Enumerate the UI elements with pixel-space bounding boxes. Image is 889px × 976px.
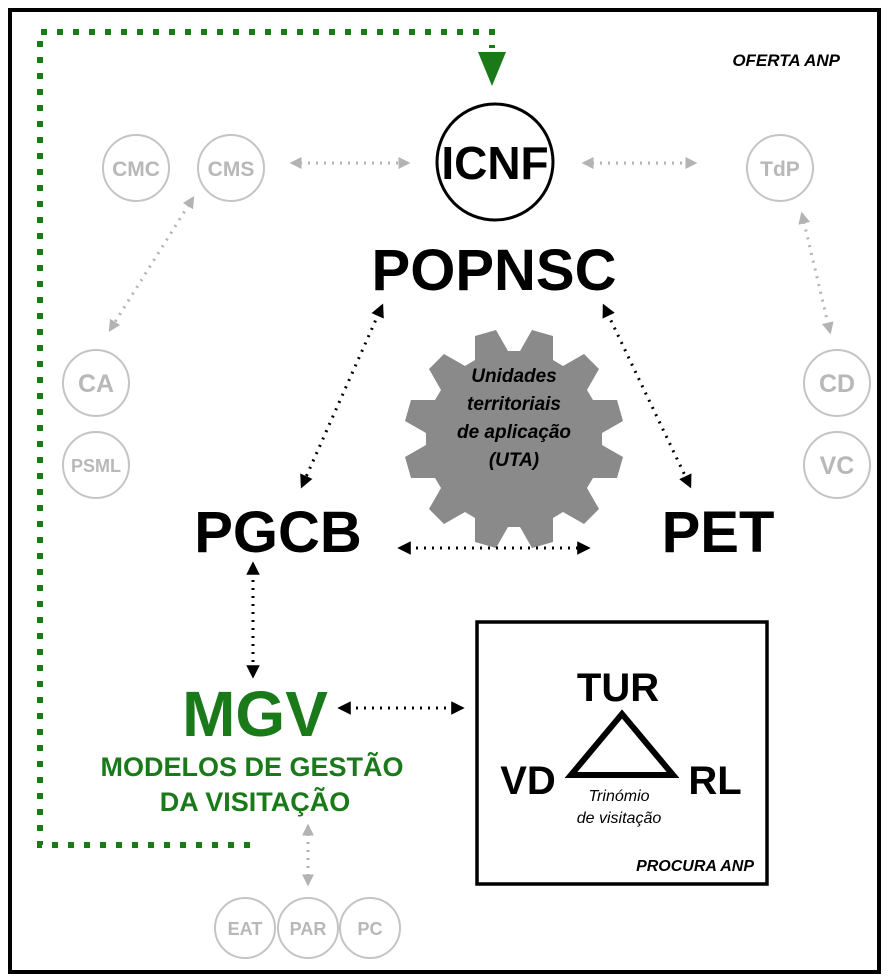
tur-label: TUR <box>577 666 659 710</box>
vc-circle <box>803 431 871 499</box>
gear-text-line3: de aplicação <box>457 422 571 443</box>
ca-circle <box>62 349 130 417</box>
popnsc-label: POPNSC <box>372 238 617 303</box>
vd-label: VD <box>500 759 556 803</box>
vc-label: VC <box>820 452 855 480</box>
tdp-circle <box>746 134 814 202</box>
trinomio-triangle <box>564 709 680 778</box>
eat-label: EAT <box>228 919 263 939</box>
cmc-label: CMC <box>112 158 160 181</box>
rl-label: RL <box>688 759 741 803</box>
mgv-label: MGV <box>182 678 328 750</box>
cms-label: CMS <box>208 158 255 181</box>
feedback-arrowhead <box>478 52 506 86</box>
procura-box <box>475 620 769 886</box>
par-label: PAR <box>290 919 327 939</box>
pc-label: PC <box>357 919 382 939</box>
oferta-anp-label: OFERTA ANP <box>732 51 840 70</box>
gear-text-line1: Unidades <box>471 366 557 387</box>
trinomio-line2: de visitação <box>577 810 662 827</box>
popnsc-pet-connector <box>602 303 692 489</box>
mgv-subtitle-line1: MODELOS DE GESTÃO <box>100 751 403 782</box>
icnf-circle <box>435 102 555 222</box>
gear-text-line4: (UTA) <box>489 450 539 471</box>
satellite-group-left-top <box>62 134 871 959</box>
cms-circle <box>197 134 265 202</box>
par-circle <box>277 897 339 959</box>
gear-text-line2: territoriais <box>467 394 561 415</box>
icnf-label: ICNF <box>441 137 548 189</box>
cms-ca-connector <box>108 195 195 333</box>
outer-frame <box>8 8 881 974</box>
pc-circle <box>339 897 401 959</box>
psml-label: PSML <box>71 456 121 476</box>
eat-circle <box>214 897 276 959</box>
pet-label: PET <box>662 500 775 565</box>
popnsc-pgcb-connector <box>300 303 384 489</box>
pgcb-label: PGCB <box>194 500 362 565</box>
cd-circle <box>803 349 871 417</box>
ca-label: CA <box>78 370 114 398</box>
mgv-subtitle-line2: DA VISITAÇÃO <box>160 786 351 817</box>
psml-circle <box>62 431 130 499</box>
cd-label: CD <box>819 370 855 398</box>
tdp-cd-connector <box>798 211 834 335</box>
uta-gear <box>405 330 623 548</box>
tdp-label: TdP <box>760 158 800 181</box>
trinomio-line1: Trinómio <box>588 788 649 805</box>
procura-anp-label: PROCURA ANP <box>636 858 754 875</box>
